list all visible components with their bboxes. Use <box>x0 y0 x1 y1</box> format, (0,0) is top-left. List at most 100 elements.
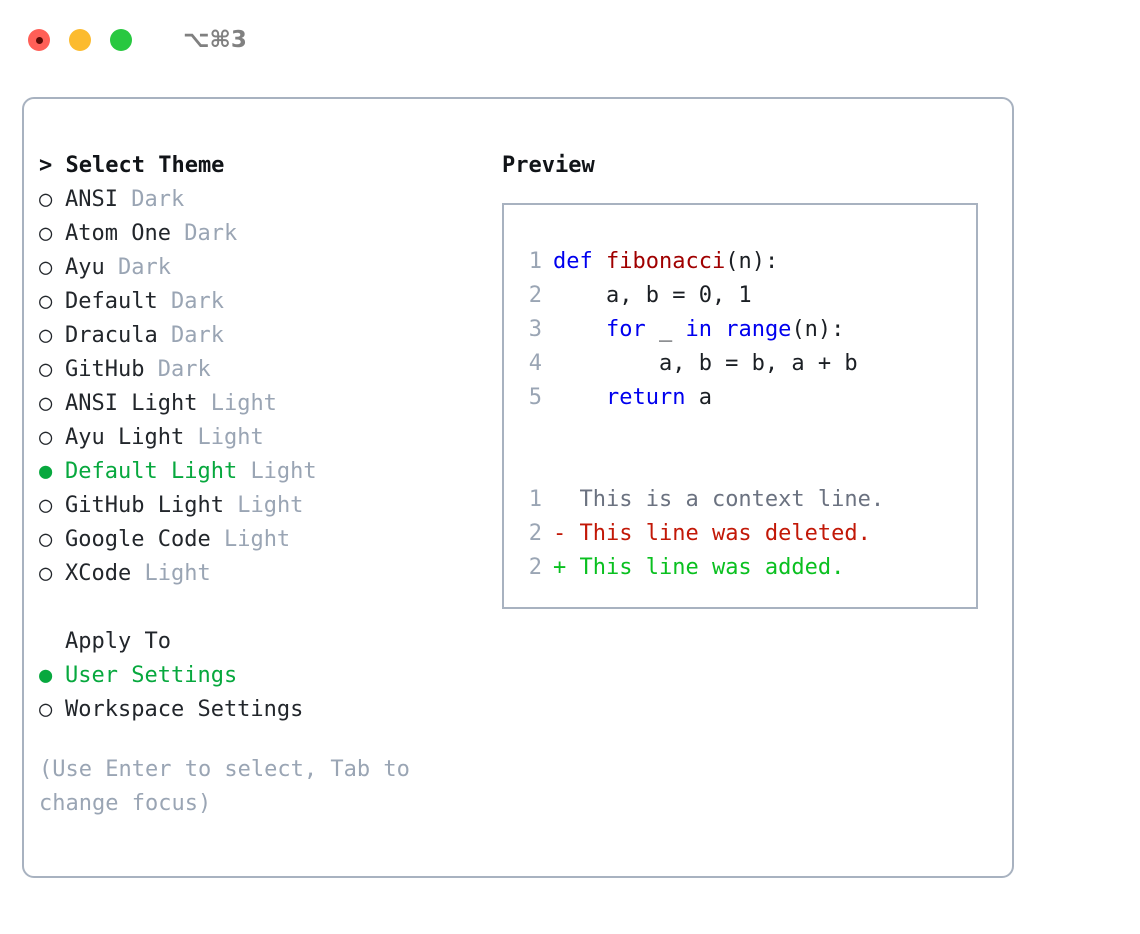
code-line: 4 a, b = b, a + b <box>516 347 976 381</box>
diff-text: This line was added. <box>566 555 845 580</box>
theme-variant-tag: Dark <box>170 289 224 314</box>
theme-variant-tag: Light <box>210 391 277 416</box>
preview-title: Preview <box>502 153 595 178</box>
code-blank-line <box>516 415 976 449</box>
diff-sign <box>553 487 566 512</box>
diff-text: This is a context line. <box>566 487 885 512</box>
code-token: a, b = 0, 1 <box>553 283 752 308</box>
theme-picker-card: > Select Theme ○ ANSI Dark ○ Atom One Dark… <box>22 97 1014 878</box>
radio-icon: ○ <box>39 323 53 348</box>
maximize-window-button[interactable] <box>110 29 132 51</box>
diff-text: This line was deleted. <box>566 521 871 546</box>
line-number: 2 <box>528 521 542 546</box>
code-token: _ <box>658 317 686 342</box>
theme-variant-tag: Light <box>197 425 264 450</box>
theme-label: Google Code <box>65 527 211 552</box>
theme-variant-tag: Light <box>250 459 317 484</box>
theme-option-github-light[interactable]: ○ GitHub Light Light <box>39 489 499 523</box>
diff-sign: - <box>553 521 567 546</box>
theme-variant-tag: Light <box>223 527 291 552</box>
theme-label: Default <box>65 289 158 314</box>
line-number: 1 <box>528 249 542 274</box>
theme-label: Default Light <box>65 459 238 484</box>
theme-variant-tag: Dark <box>118 255 171 280</box>
theme-option-default-light[interactable]: ● Default Light Light <box>39 455 499 489</box>
traffic-lights <box>28 29 132 51</box>
theme-label: Dracula <box>65 323 158 348</box>
radio-icon: ○ <box>39 561 53 586</box>
minimize-window-button[interactable] <box>69 29 91 51</box>
code-line: 5 return a <box>516 381 976 415</box>
theme-option-ansi-dark[interactable]: ○ANSI Dark <box>39 183 499 217</box>
apply-to-workspace-settings[interactable]: ○ Workspace Settings <box>39 693 499 727</box>
radio-icon: ○ <box>39 425 53 450</box>
apply-to-header: Apply To <box>65 629 171 654</box>
theme-option-google-code[interactable]: ○ Google Code Light <box>39 523 499 557</box>
theme-label: ANSI Light <box>65 391 198 416</box>
diff-line-added: 2 + This line was added. <box>516 551 976 585</box>
theme-option-default-dark[interactable]: ○ Default Dark <box>39 285 499 319</box>
radio-selected-icon: ● <box>39 663 53 688</box>
code-token: in range <box>685 317 792 342</box>
section-spacer <box>39 591 499 625</box>
theme-label: GitHub Light <box>65 493 224 518</box>
code-line: 3 for _ in range(n): <box>516 313 976 347</box>
radio-icon: ○ <box>39 357 53 382</box>
theme-variant-tag: Light <box>237 493 304 518</box>
line-number: 5 <box>528 385 542 410</box>
theme-variant-tag: Dark <box>184 221 238 246</box>
radio-icon: ○ <box>39 493 53 518</box>
theme-option-ayu-dark[interactable]: ○ Ayu Dark <box>39 251 499 285</box>
code-blank-line <box>516 449 976 483</box>
theme-label: XCode <box>65 561 132 586</box>
theme-option-ayu-light[interactable]: ○ Ayu Light Light <box>39 421 499 455</box>
code-token: a, b = b, a + b <box>553 351 858 376</box>
radio-icon: ○ <box>39 289 53 314</box>
apply-to-user-settings[interactable]: ● User Settings <box>39 659 499 693</box>
radio-icon: ○ <box>39 697 53 722</box>
radio-icon: ○ <box>39 221 53 246</box>
theme-label: Ayu <box>65 255 105 280</box>
theme-variant-tag: Dark <box>157 357 211 382</box>
theme-option-atom-one-dark[interactable]: ○ Atom One Dark <box>39 217 499 251</box>
code-token: (n): <box>725 249 779 274</box>
theme-option-ansi-light[interactable]: ○ ANSI Light Light <box>39 387 499 421</box>
window-titlebar: ⌥⌘3 <box>0 0 1140 80</box>
radio-icon: ○ <box>39 187 53 212</box>
keyboard-hint-text: (Use Enter to select, Tab to change focu… <box>39 757 410 816</box>
theme-label: ANSI <box>65 187 118 212</box>
line-number: 1 <box>528 487 542 512</box>
diff-sign: + <box>553 555 567 580</box>
apply-to-label: Workspace Settings <box>65 697 304 722</box>
diff-line-deleted: 2- This line was deleted. <box>516 517 976 551</box>
theme-option-dracula-dark[interactable]: ○ Dracula Dark <box>39 319 499 353</box>
code-token: for <box>553 317 659 342</box>
theme-option-github-dark[interactable]: ○ GitHub Dark <box>39 353 499 387</box>
code-token: (n): <box>791 317 845 342</box>
line-number: 2 <box>528 283 542 308</box>
line-number: 2 <box>528 555 542 580</box>
theme-label: Ayu Light <box>65 425 185 450</box>
theme-label: GitHub <box>65 357 145 382</box>
apply-to-label: User Settings <box>65 663 238 688</box>
theme-option-xcode[interactable]: ○ XCode Light <box>39 557 499 591</box>
code-token: a <box>698 385 712 410</box>
radio-icon: ○ <box>39 391 53 416</box>
code-line: 2 a, b = 0, 1 <box>516 279 976 313</box>
close-window-button[interactable] <box>28 29 50 51</box>
theme-variant-tag: Light <box>144 561 211 586</box>
radio-icon: ○ <box>39 255 53 280</box>
theme-selection-panel: > Select Theme ○ ANSI Dark ○ Atom One Dark… <box>39 149 499 821</box>
select-theme-header: > Select Theme <box>39 153 225 178</box>
code-token: def <box>553 249 606 274</box>
radio-icon: ○ <box>39 527 53 552</box>
radio-selected-icon: ● <box>39 459 53 484</box>
diff-line-context: 1 This is a context line. <box>516 483 976 517</box>
theme-variant-tag: Dark <box>170 323 224 348</box>
line-number: 3 <box>528 317 542 342</box>
theme-label: Atom One <box>65 221 171 246</box>
